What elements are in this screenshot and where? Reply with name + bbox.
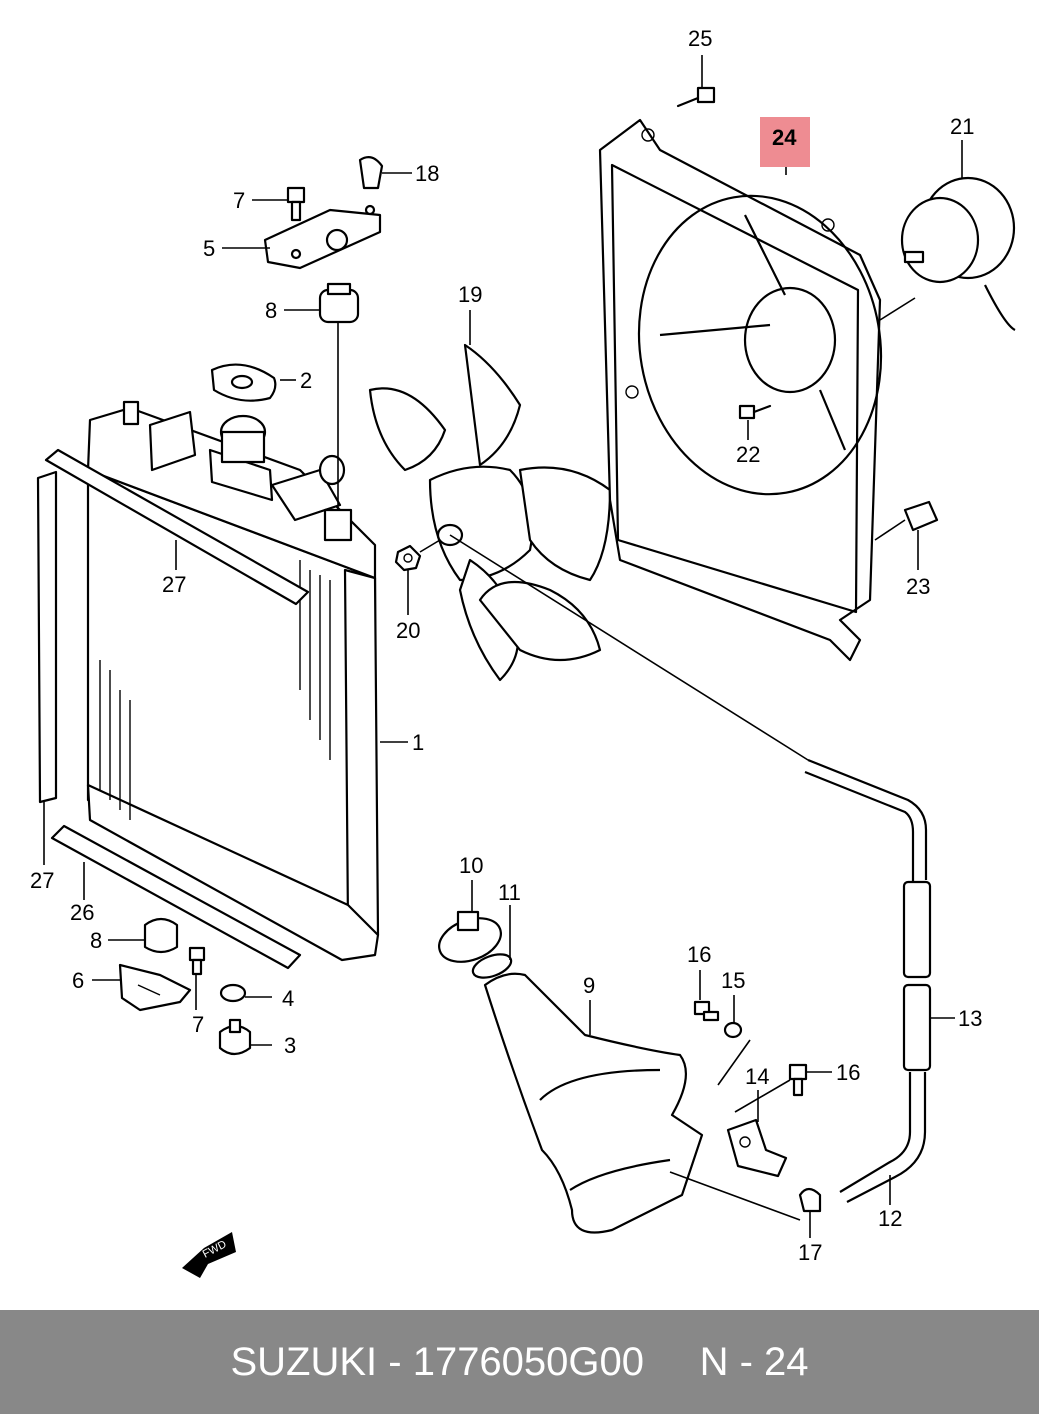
reservoir-tank-9 bbox=[483, 972, 704, 1234]
bolt-16-a bbox=[693, 1000, 720, 1022]
callout-26: 26 bbox=[70, 900, 94, 925]
grommet-3 bbox=[218, 1018, 252, 1056]
callout-16-b: 16 bbox=[836, 1060, 860, 1085]
callout-3: 3 bbox=[284, 1033, 296, 1058]
fan-shroud-24 bbox=[598, 118, 883, 662]
bolt-16-b bbox=[788, 1063, 808, 1097]
fwd-arrow-icon: FWD bbox=[182, 1232, 236, 1278]
seal-top-27 bbox=[44, 448, 310, 606]
callout-20: 20 bbox=[396, 618, 420, 643]
callout-7-bottom: 7 bbox=[192, 1012, 204, 1037]
radiator-cap-2 bbox=[210, 363, 277, 402]
highlight-box bbox=[760, 117, 810, 167]
hose-12 bbox=[839, 1072, 927, 1203]
callout-24: 24 bbox=[772, 125, 797, 150]
bracket-6 bbox=[118, 963, 192, 1012]
bolt-7-top bbox=[286, 186, 306, 222]
hose-13 bbox=[804, 758, 932, 1072]
callout-21: 21 bbox=[950, 114, 974, 139]
bolt-7-bottom bbox=[188, 946, 206, 976]
callout-12: 12 bbox=[878, 1206, 902, 1231]
mount-rubber-8-bottom bbox=[143, 917, 179, 954]
callout-25: 25 bbox=[688, 26, 712, 51]
callout-13: 13 bbox=[958, 1006, 982, 1031]
callout-5: 5 bbox=[203, 236, 215, 261]
callouts: 25 24 21 18 7 5 8 19 2 22 27 23 20 1 27 … bbox=[30, 26, 982, 1265]
callout-14: 14 bbox=[745, 1064, 769, 1089]
mount-rubber-8-top bbox=[318, 282, 360, 324]
callout-19: 19 bbox=[458, 282, 482, 307]
leader-lines bbox=[43, 55, 963, 1238]
reservoir-cap-10 bbox=[438, 910, 502, 963]
clamp-17 bbox=[798, 1187, 822, 1213]
callout-17: 17 bbox=[798, 1240, 822, 1265]
clip-18 bbox=[358, 155, 384, 216]
callout-8-top: 8 bbox=[265, 298, 277, 323]
callout-27-top: 27 bbox=[162, 572, 186, 597]
nut-4 bbox=[219, 983, 247, 1003]
seal-side-27 bbox=[36, 470, 58, 804]
callout-15: 15 bbox=[721, 968, 745, 993]
callout-18: 18 bbox=[415, 161, 439, 186]
callout-9: 9 bbox=[583, 973, 595, 998]
parts-diagram: FWD bbox=[30, 26, 1016, 1278]
footer-bar: SUZUKI - 1776050G00 N - 24 bbox=[0, 1310, 1039, 1414]
callout-6: 6 bbox=[72, 968, 84, 993]
clip-23 bbox=[903, 500, 939, 532]
callout-16-a: 16 bbox=[687, 942, 711, 967]
seal-bottom-26 bbox=[50, 824, 302, 970]
bracket-5 bbox=[263, 208, 382, 270]
footer-caption: SUZUKI - 1776050G00 N - 24 bbox=[230, 1339, 809, 1384]
callout-11: 11 bbox=[498, 880, 521, 905]
callout-2: 2 bbox=[300, 368, 312, 393]
callout-8-bottom: 8 bbox=[90, 928, 102, 953]
nut-20 bbox=[394, 544, 422, 572]
callout-27-side: 27 bbox=[30, 868, 54, 893]
callout-1: 1 bbox=[412, 730, 424, 755]
bracket-14 bbox=[726, 1118, 788, 1178]
washer-15 bbox=[723, 1021, 743, 1039]
callout-4: 4 bbox=[282, 986, 294, 1011]
callout-22: 22 bbox=[736, 442, 760, 467]
bolt-25 bbox=[676, 86, 716, 108]
fan-19 bbox=[368, 343, 612, 682]
callout-10: 10 bbox=[459, 853, 483, 878]
callout-23: 23 bbox=[906, 574, 930, 599]
callout-7-top: 7 bbox=[233, 188, 245, 213]
fan-motor-21 bbox=[900, 176, 1016, 331]
screw-22 bbox=[738, 404, 772, 420]
